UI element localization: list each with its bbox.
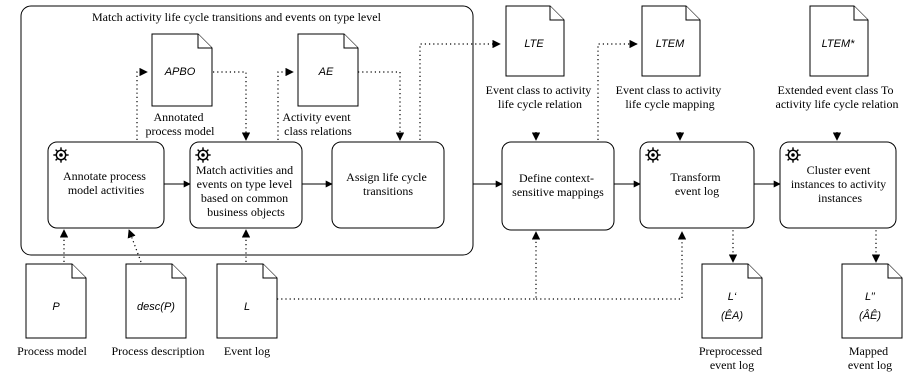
group-title: Match activity life cycle transitions an… bbox=[92, 10, 382, 24]
gear-icon bbox=[52, 146, 70, 164]
step-match[interactable]: Match activities and events on type leve… bbox=[189, 141, 303, 229]
doc-event-log[interactable]: L Event log bbox=[216, 263, 278, 358]
doc-sub: (ÂÊ) bbox=[859, 309, 881, 322]
doc-label: Event class to activity life cycle relat… bbox=[486, 83, 595, 111]
gear-icon bbox=[784, 146, 802, 164]
doc-apbo[interactable]: APBO Annotated process model bbox=[146, 33, 216, 138]
step-assign[interactable]: Assign life cycle transitions bbox=[331, 141, 445, 229]
doc-sub: (ÊA) bbox=[721, 309, 743, 322]
step-label: Annotate process model activities bbox=[63, 169, 149, 197]
doc-label: Process description bbox=[112, 344, 205, 358]
doc-label: Extended event class To activity life cy… bbox=[776, 83, 899, 111]
doc-ltem[interactable]: LTEM Event class to activity life cycle … bbox=[616, 5, 725, 111]
doc-label: Preprocessed event log bbox=[699, 344, 765, 372]
doc-process-description[interactable]: desc(P) Process description bbox=[112, 263, 205, 358]
doc-code: L’’ bbox=[865, 291, 876, 303]
doc-preprocessed-event-log[interactable]: L‘ (ÊA) Preprocessed event log bbox=[699, 263, 765, 372]
doc-ltem-star[interactable]: LTEM* Extended event class To activity l… bbox=[776, 5, 899, 111]
step-label: Transform event log bbox=[670, 170, 723, 198]
doc-code: L bbox=[244, 301, 250, 313]
dotted-connectors bbox=[59, 39, 881, 300]
gear-icon bbox=[194, 146, 212, 164]
group-frame bbox=[20, 5, 474, 256]
doc-label: Mapped event log bbox=[848, 344, 892, 372]
step-label: Cluster event instances to activity inst… bbox=[791, 163, 889, 205]
doc-label: Activity event class relations bbox=[282, 110, 353, 138]
doc-label: Annotated process model bbox=[146, 110, 216, 138]
step-cluster[interactable]: Cluster event instances to activity inst… bbox=[779, 141, 897, 229]
doc-ae[interactable]: AE Activity event class relations bbox=[282, 33, 359, 138]
doc-process-model[interactable]: P Process model bbox=[17, 263, 87, 358]
doc-label: Process model bbox=[17, 344, 87, 358]
doc-code: LTEM* bbox=[822, 38, 856, 50]
gear-icon bbox=[644, 146, 662, 164]
doc-code: desc(P) bbox=[137, 301, 175, 313]
doc-code: APBO bbox=[164, 66, 196, 78]
doc-code: LTE bbox=[524, 38, 544, 50]
step-label: Define context- sensitive mappings bbox=[512, 171, 604, 199]
step-label: Assign life cycle transitions bbox=[346, 170, 430, 198]
doc-code: L‘ bbox=[728, 291, 737, 303]
doc-label: Event log bbox=[224, 344, 270, 358]
doc-mapped-event-log[interactable]: L’’ (ÂÊ) Mapped event log bbox=[841, 263, 903, 372]
doc-code: P bbox=[52, 301, 60, 313]
step-label: Match activities and events on type leve… bbox=[196, 163, 296, 219]
step-define[interactable]: Define context- sensitive mappings bbox=[501, 141, 615, 231]
step-annotate[interactable]: Annotate process model activities bbox=[47, 141, 165, 229]
doc-lte[interactable]: LTE Event class to activity life cycle r… bbox=[486, 5, 595, 111]
doc-label: Event class to activity life cycle mappi… bbox=[616, 83, 725, 111]
step-transform[interactable]: Transform event log bbox=[639, 141, 755, 229]
doc-code: AE bbox=[318, 66, 334, 78]
doc-code: LTEM bbox=[656, 38, 685, 50]
